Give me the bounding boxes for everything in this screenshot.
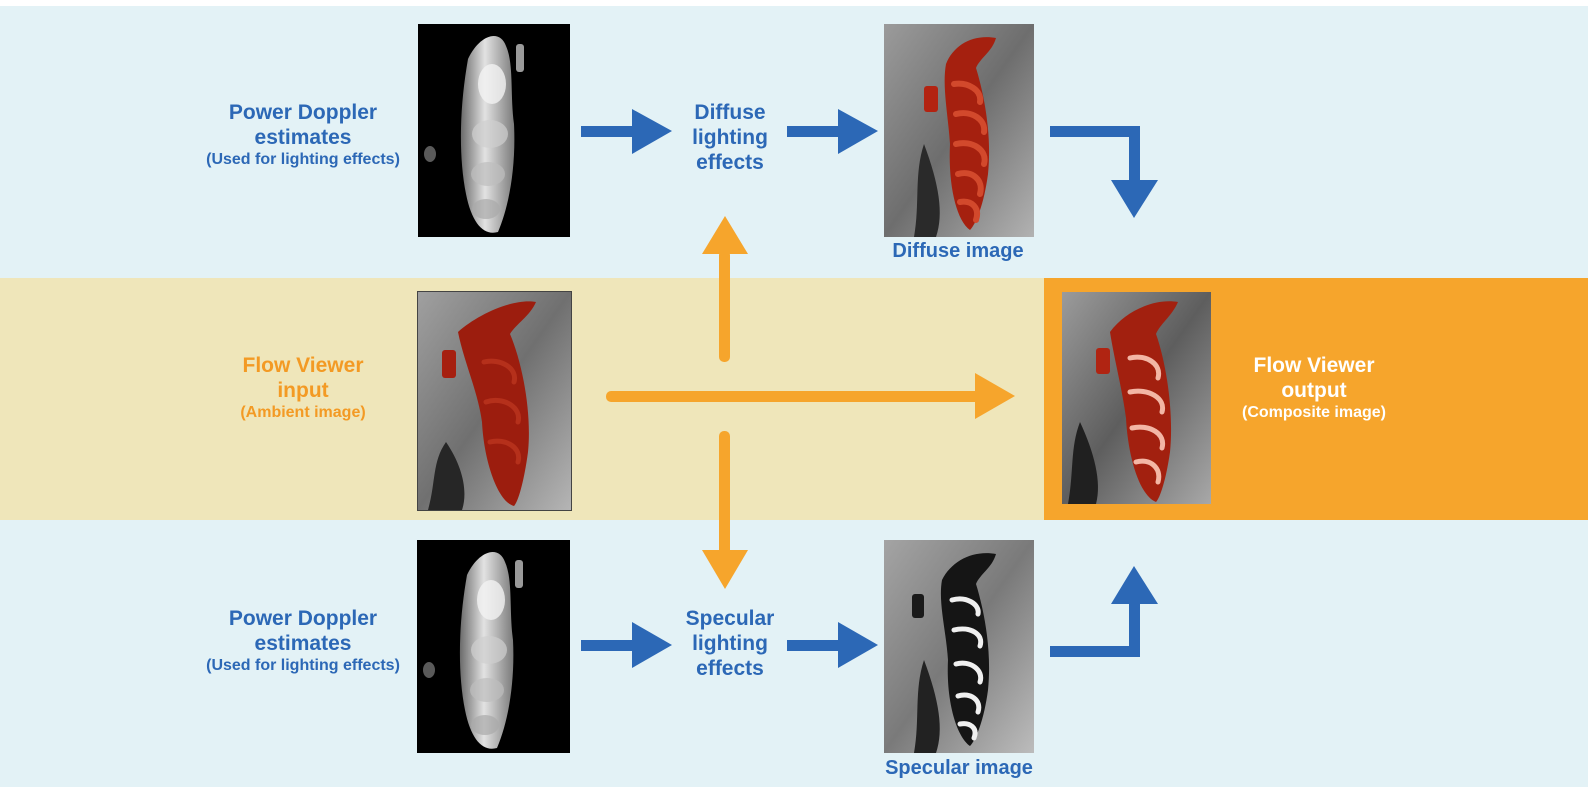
diffuse-process-label: Diffuse lighting effects — [670, 100, 790, 175]
top-input-title: Power Doppler estimates — [223, 100, 383, 150]
bottom-input-subtitle: (Used for lighting effects) — [180, 656, 426, 676]
flow-viewer-output-label: Flow Viewer output (Composite image) — [1228, 353, 1400, 423]
diffuse-image — [884, 24, 1034, 237]
bottom-input-title: Power Doppler estimates — [223, 606, 383, 656]
flow-viewer-input-label: Flow Viewer input (Ambient image) — [220, 353, 386, 423]
specular-image-caption: Specular image — [874, 757, 1044, 780]
top-power-doppler-image — [418, 24, 570, 237]
diffuse-image-caption: Diffuse image — [880, 240, 1036, 263]
flow-viewer-input-title: Flow Viewer input — [220, 353, 386, 403]
flow-viewer-output-subtitle: (Composite image) — [1228, 403, 1400, 423]
ambient-image — [417, 291, 572, 511]
specular-image — [884, 540, 1034, 753]
bottom-power-doppler-image — [417, 540, 570, 753]
flow-viewer-input-subtitle: (Ambient image) — [220, 403, 386, 423]
top-input-label: Power Doppler estimates (Used for lighti… — [180, 100, 426, 170]
specular-process-label: Specular lighting effects — [668, 606, 792, 681]
top-input-subtitle: (Used for lighting effects) — [180, 150, 426, 170]
composite-image — [1062, 292, 1211, 504]
flow-viewer-output-title: Flow Viewer output — [1228, 353, 1400, 403]
bottom-input-label: Power Doppler estimates (Used for lighti… — [180, 606, 426, 676]
